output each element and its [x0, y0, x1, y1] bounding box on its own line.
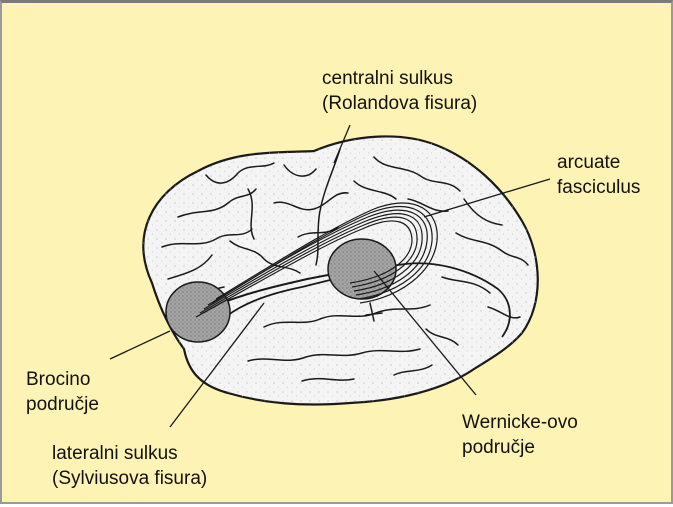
central-sulcus-label-line2: (Rolandova fisura)	[322, 91, 477, 116]
wernicke-area-label-line1: Wernicke-ovo	[462, 410, 578, 435]
lateral-sulcus-label: lateralni sulkus (Sylviusova fisura)	[52, 441, 207, 491]
broca-area-label: Brocino područje	[26, 367, 99, 417]
lateral-sulcus-label-line1: lateralni sulkus	[52, 441, 207, 466]
arcuate-fasciculus-label: arcuate fasciculus	[557, 150, 640, 200]
lateral-sulcus-label-line2: (Sylviusova fisura)	[52, 466, 207, 491]
broca-area-leader	[110, 331, 170, 359]
arcuate-fasciculus-label-line1: arcuate	[557, 150, 640, 175]
broca-area-shape	[166, 282, 230, 342]
central-sulcus-label-line1: centralni sulkus	[322, 66, 477, 91]
broca-area-label-line1: Brocino	[26, 367, 99, 392]
arcuate-fasciculus-label-line2: fasciculus	[557, 175, 640, 200]
central-sulcus-label: centralni sulkus (Rolandova fisura)	[322, 66, 477, 116]
broca-area-label-line2: područje	[26, 392, 99, 417]
wernicke-area-label-line2: područje	[462, 435, 578, 460]
wernicke-area-label: Wernicke-ovo područje	[462, 410, 578, 460]
